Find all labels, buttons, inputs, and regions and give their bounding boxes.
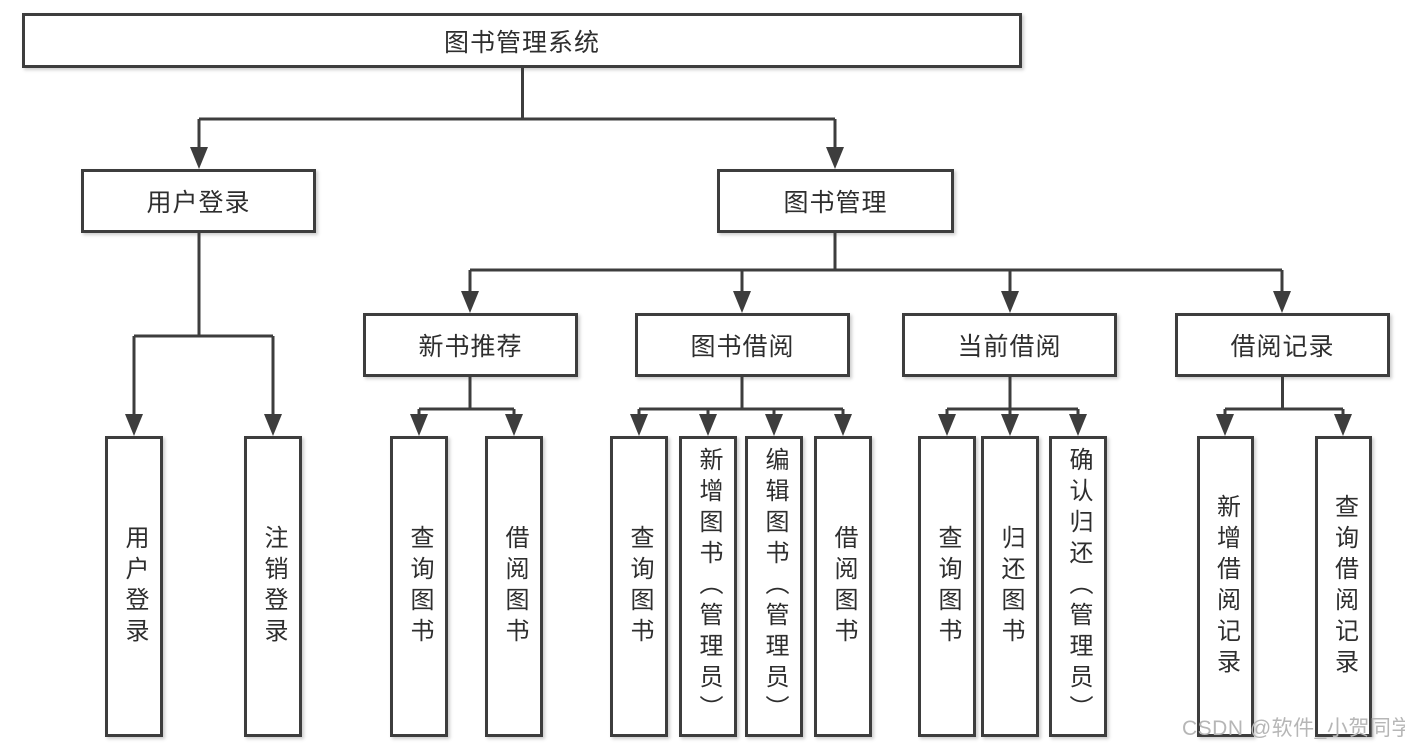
node-label: 图书借阅 [690,333,795,361]
connector-current-borrow-children [938,377,1087,436]
connector-new-book-recommend-children [410,377,523,436]
connector-user-login-children [125,233,282,436]
node-label: 注销登录 [260,524,287,649]
node-leaf-return-book: 归还图书 [981,436,1039,737]
node-borrow-record: 借阅记录 [1175,313,1390,377]
node-leaf-confirm-return-admin: 确认归还（管理员） [1049,436,1107,737]
node-label: 查询图书 [406,524,433,649]
node-label: 图书管理系统 [443,28,600,57]
node-label: 查询图书 [934,524,961,649]
node-label: 编辑图书（管理员） [761,447,788,726]
node-label: 借阅图书 [501,524,528,649]
node-user-login: 用户登录 [81,169,316,233]
node-root: 图书管理系统 [22,13,1022,68]
node-label: 归还图书 [997,524,1024,649]
connector-book-borrow-children [630,377,852,436]
node-label: 图书管理 [783,189,888,217]
node-label: 用户登录 [146,189,251,217]
connector-root-to-level2 [190,68,844,169]
node-leaf-query-book: 查询图书 [610,436,668,737]
node-new-book-recommend: 新书推荐 [363,313,578,377]
node-leaf-query-borrow-record: 查询借阅记录 [1315,436,1372,737]
node-label: 借阅记录 [1230,333,1335,361]
node-label: 用户登录 [121,524,148,649]
node-label: 当前借阅 [957,333,1062,361]
connector-book-management-children [461,233,1291,313]
node-leaf-query-book: 查询图书 [390,436,448,737]
node-leaf-borrow-book: 借阅图书 [814,436,872,737]
node-leaf-add-book-admin: 新增图书（管理员） [679,436,737,737]
node-label: 新增图书（管理员） [695,447,722,726]
connector-borrow-record-children [1216,377,1352,436]
node-label: 查询图书 [626,524,653,649]
watermark: CSDN @软件_小贺同学 [1182,717,1405,740]
node-leaf-borrow-book: 借阅图书 [485,436,543,737]
node-leaf-user-login: 用户登录 [105,436,163,737]
node-book-borrow: 图书借阅 [635,313,850,377]
node-current-borrow: 当前借阅 [902,313,1117,377]
node-label: 查询借阅记录 [1330,493,1358,680]
node-label: 确认归还（管理员） [1065,447,1092,726]
node-leaf-query-book: 查询图书 [918,436,976,737]
node-label: 借阅图书 [830,524,857,649]
node-label: 新增借阅记录 [1212,493,1240,680]
node-label: 新书推荐 [418,333,523,361]
node-leaf-add-borrow-record: 新增借阅记录 [1197,436,1254,737]
node-leaf-edit-book-admin: 编辑图书（管理员） [745,436,803,737]
node-book-management: 图书管理 [717,169,954,233]
node-leaf-logout: 注销登录 [244,436,302,737]
